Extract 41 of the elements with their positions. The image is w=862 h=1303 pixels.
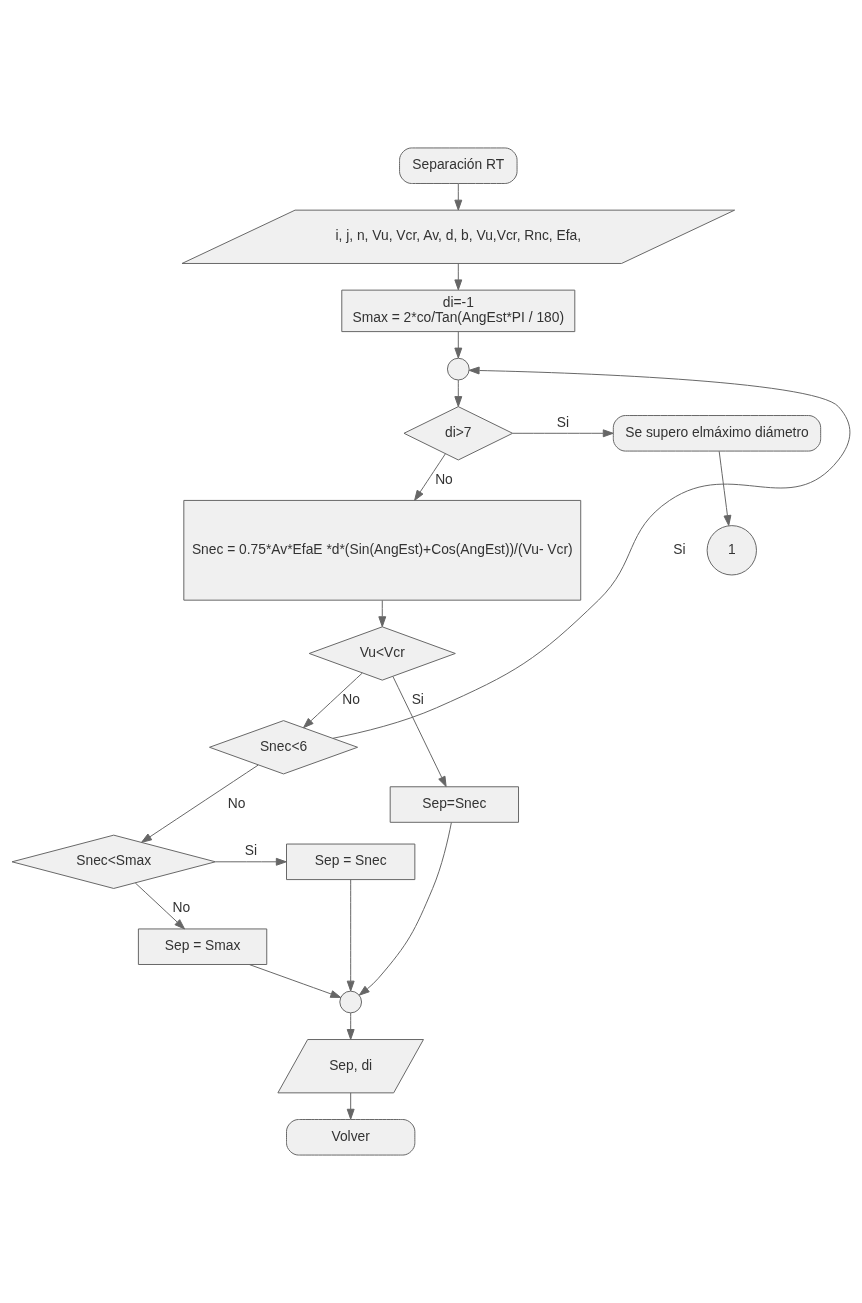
- edge-label: Si: [244, 842, 258, 859]
- node-box: Sep=Snec: [389, 786, 520, 823]
- arrow: [248, 964, 342, 998]
- arrow: [392, 675, 447, 788]
- arrow: [134, 882, 186, 930]
- edge-label: No: [435, 470, 453, 487]
- arrow: [358, 822, 452, 996]
- arrow: [141, 764, 259, 843]
- arrow: [346, 879, 355, 992]
- edge-label: Si: [673, 540, 686, 557]
- arrow: [454, 263, 463, 291]
- node-circle: [446, 357, 470, 381]
- arrow: [718, 450, 732, 526]
- arrow: [332, 366, 851, 739]
- node-box: Sep = Snec: [286, 843, 416, 881]
- node-circle: [339, 990, 363, 1014]
- edge-label: Si: [411, 691, 424, 708]
- node-diamond: di>7: [403, 406, 514, 461]
- node-box: Sep = Smax: [137, 928, 268, 965]
- arrow: [303, 672, 363, 729]
- node-box: Separación RT: [399, 147, 518, 184]
- node-diamond: Snec<6: [209, 720, 359, 775]
- arrow: [346, 1092, 355, 1120]
- arrow: [454, 379, 463, 407]
- node-box: di=-1 Smax = 2*co/Tan(AngEst*PI / 180): [341, 289, 576, 333]
- node-box: Snec = 0.75*Av*EfaE *d*(Sin(AngEst)+Cos(AngEst))/(Vu- Vcr): [183, 499, 582, 601]
- edge-label: Si: [556, 413, 570, 430]
- arrow: [512, 429, 614, 438]
- node-box: Se supero elmáximo diámetro: [612, 415, 822, 452]
- edge-label: No: [227, 795, 246, 812]
- node-diamond: Vu<Vcr: [308, 626, 456, 681]
- arrow: [454, 331, 463, 359]
- edge-label: No: [172, 899, 191, 916]
- node-circle: 1: [706, 525, 757, 576]
- node-box: Volver: [286, 1119, 416, 1156]
- edge-label: No: [342, 691, 361, 708]
- arrow: [215, 857, 287, 866]
- arrow: [378, 599, 387, 628]
- arrow: [346, 1012, 355, 1040]
- arrow: [414, 453, 446, 501]
- arrow: [454, 183, 463, 211]
